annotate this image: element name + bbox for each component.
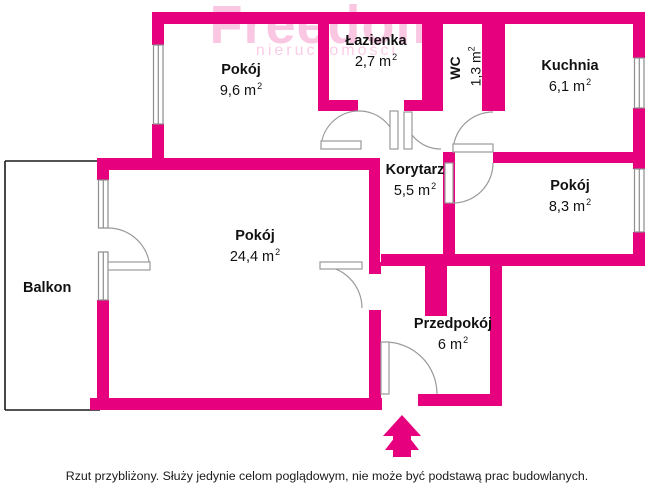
wall-przedpokoj-left-stub	[425, 254, 447, 316]
door-kuchnia	[452, 111, 494, 153]
disclaimer-note: Rzut przybliżony. Służy jedynie celom po…	[65, 469, 589, 483]
wall-korytarz-left	[369, 158, 380, 268]
wall-balcony-side-top	[97, 158, 109, 180]
wall-lazienka-bottom-left	[318, 100, 358, 111]
wall-right-a	[633, 12, 645, 58]
wall-pokoj83-right	[633, 254, 645, 266]
wall-mid-horizontal-stub	[152, 150, 164, 170]
wall-mid-horizontal	[97, 158, 369, 170]
door-balcony	[107, 227, 151, 271]
wall-balcony-side-bottom	[97, 300, 109, 410]
doors-group	[107, 110, 494, 395]
wall-pokoj244-right-a	[369, 262, 381, 274]
wall-top-outer	[152, 12, 645, 24]
door-pokoj244	[319, 261, 363, 309]
wall-lazienka-left	[318, 24, 329, 100]
wall-left-upper-a	[152, 12, 164, 45]
wall-wc-bottom	[433, 100, 443, 111]
wall-pokoj83-bottom	[443, 254, 645, 266]
door-pokoj83	[444, 162, 494, 204]
wall-wc-left	[433, 24, 443, 79]
door-przedpokoj-inner	[380, 341, 438, 395]
wall-lazienka-right	[422, 24, 433, 100]
wall-kuchnia-bottom-b	[493, 152, 645, 163]
door-lazienka	[358, 110, 399, 150]
wall-lazienka-bottom-right	[404, 100, 433, 111]
balcony-outline	[4, 160, 100, 411]
wall-kuchnia-left	[493, 24, 505, 111]
wall-wc-left-lower	[433, 79, 443, 111]
entrance-arrow	[383, 415, 421, 457]
wall-przedpokoj-right	[490, 254, 502, 406]
walls-group	[90, 12, 645, 410]
windows-group	[97, 44, 645, 301]
wall-pokoj244-right-b	[369, 310, 381, 408]
wall-bottom-main-ext	[90, 398, 170, 410]
wall-przedpokoj-bottom	[418, 394, 502, 406]
door-wc	[403, 111, 442, 150]
wall-wc-right	[482, 24, 493, 111]
wall-right-b	[633, 108, 645, 152]
door-pokoj96	[320, 110, 362, 150]
